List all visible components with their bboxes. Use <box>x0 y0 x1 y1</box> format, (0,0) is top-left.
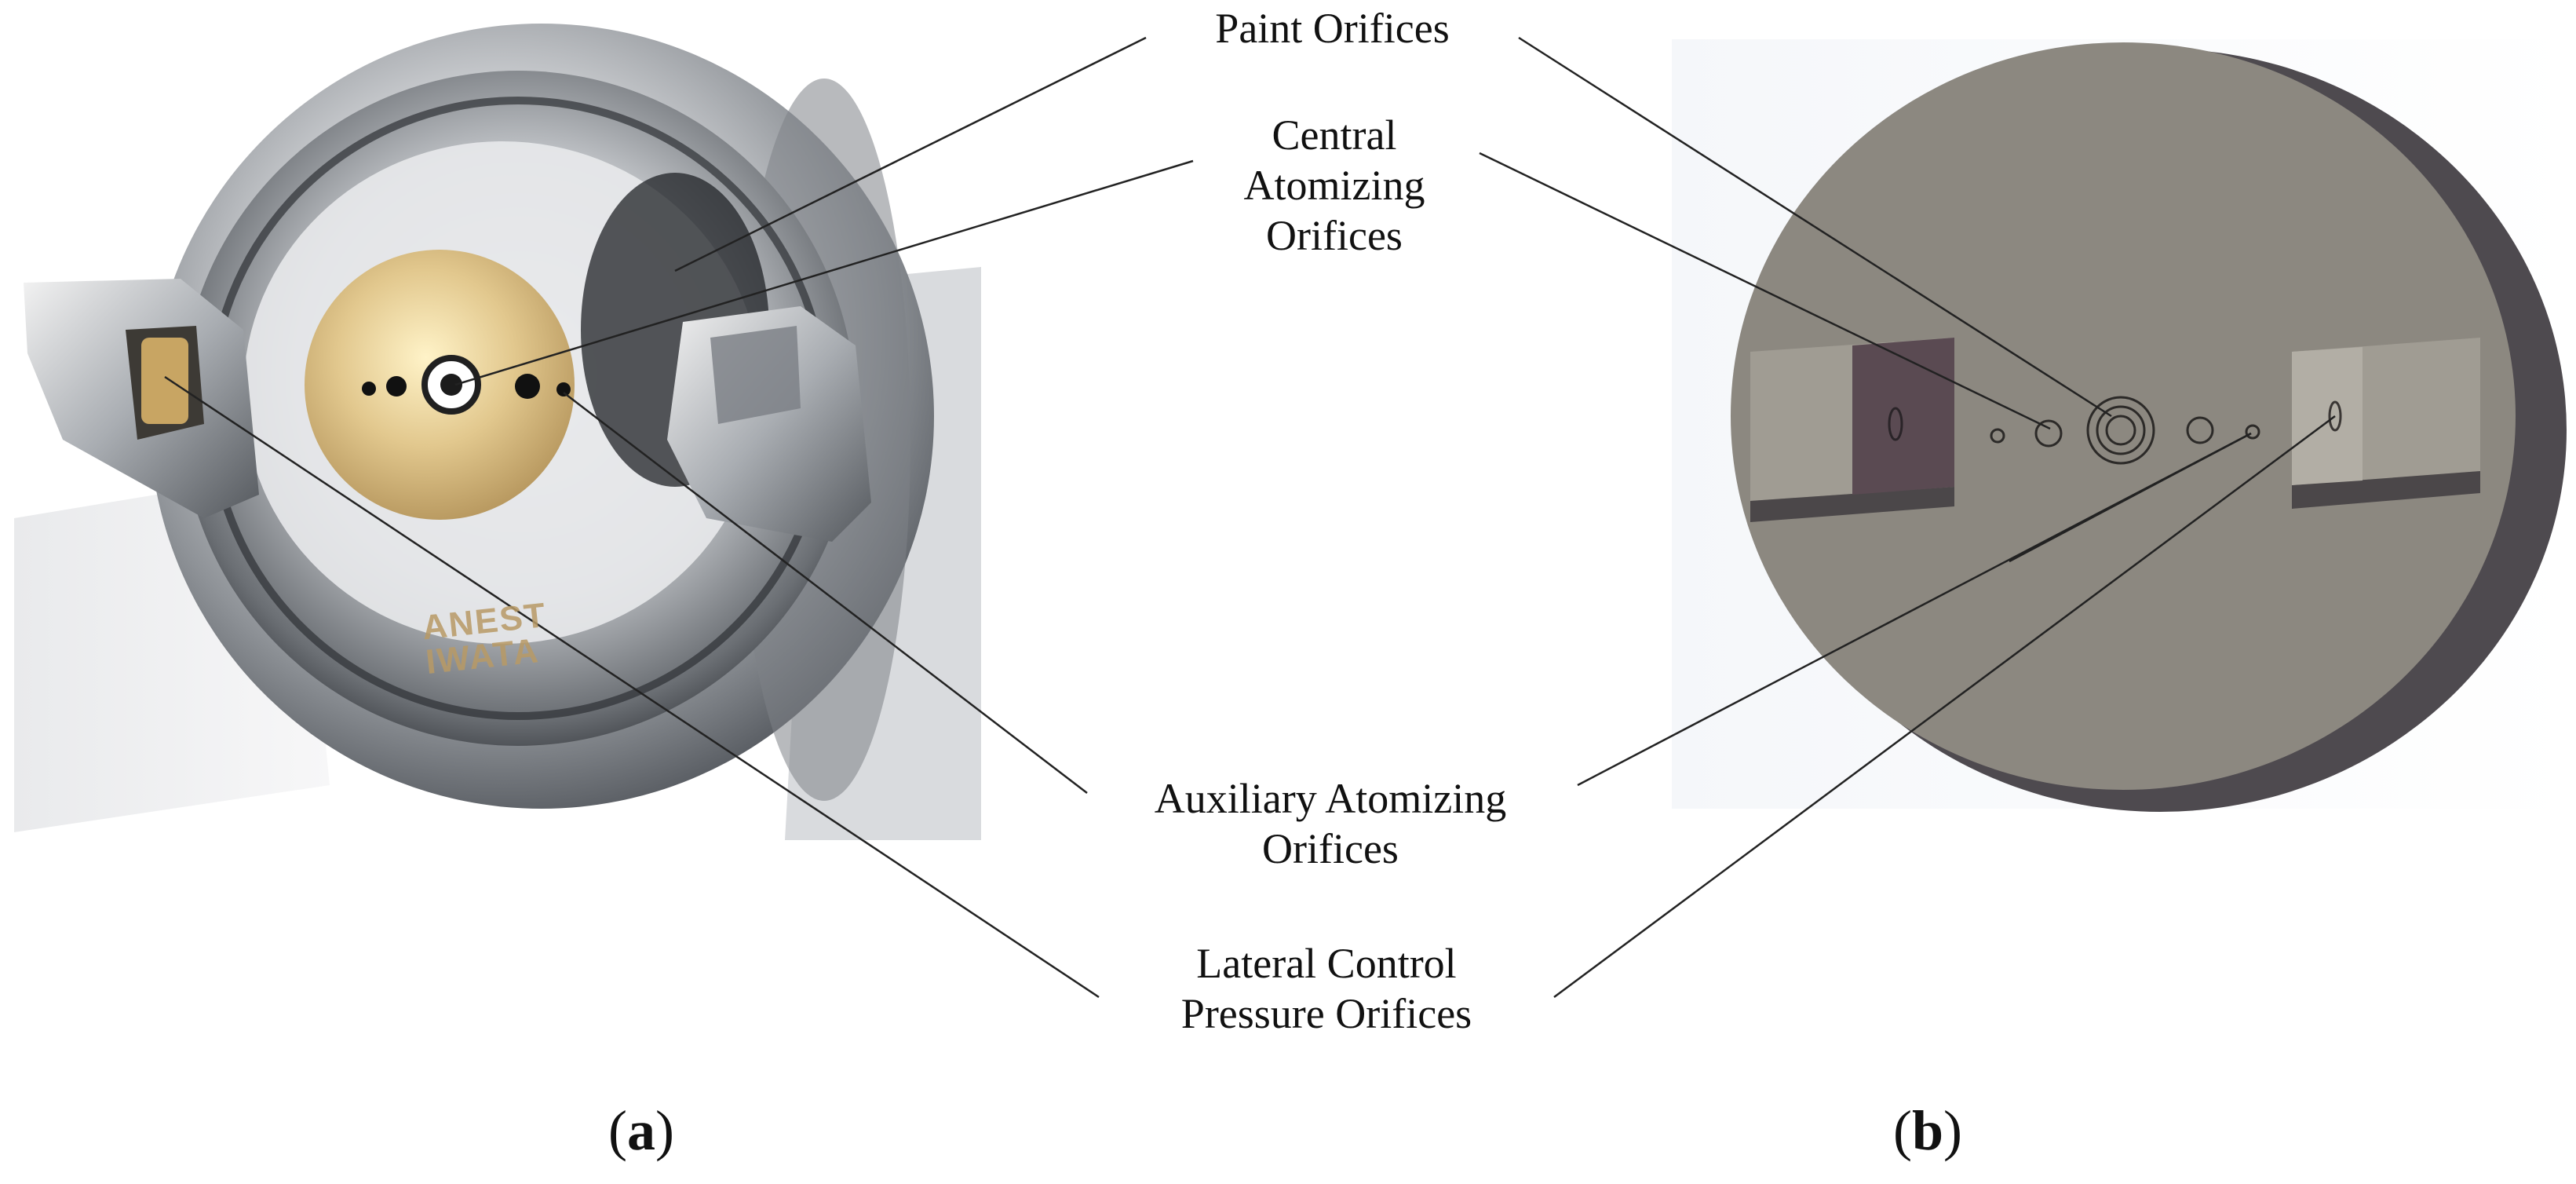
model-aux-right-large <box>2186 416 2214 444</box>
label-auxiliary-atomizing: Auxiliary Atomizing Orifices <box>1095 773 1566 874</box>
caption-a-letter: a <box>626 1099 655 1162</box>
left-horn-orifice <box>141 338 188 424</box>
caption-b-letter: b <box>1911 1099 1944 1162</box>
label-aux-line-1: Auxiliary Atomizing <box>1154 775 1507 822</box>
leader-central-a <box>454 159 1194 386</box>
label-aux-line-2: Orifices <box>1262 825 1399 872</box>
model-paint-ring-outer <box>2086 396 2155 465</box>
label-central-line-1: Central <box>1272 111 1397 159</box>
model-aux-right-small <box>2245 424 2260 440</box>
aux-orifice-left-1 <box>362 382 376 396</box>
aux-orifice-left-2 <box>386 376 407 396</box>
model-paint-ring-mid <box>2096 405 2146 455</box>
photo-panel-a <box>14 24 981 840</box>
leader-paint-b <box>1518 36 2112 418</box>
label-central-line-2: Atomizing <box>1243 162 1425 209</box>
leader-lateral-a <box>164 375 1100 999</box>
leader-central-b <box>1479 152 2051 430</box>
leader-paint-a <box>674 36 1147 272</box>
model-paint-orifice <box>2105 415 2136 446</box>
aux-orifice-right-1 <box>515 374 540 399</box>
leader-lines <box>164 36 2336 999</box>
left-block-side <box>1750 487 1954 522</box>
caption-a: (a) <box>608 1099 674 1162</box>
paint-orifice <box>440 374 462 396</box>
model-aux-left-small <box>1990 428 2005 444</box>
caption-b: (b) <box>1893 1099 1963 1162</box>
brand-logo: ANEST IWATA <box>421 596 552 682</box>
label-paint-orifices: Paint Orifices <box>1146 3 1519 53</box>
leader-lateral-b <box>1553 415 2336 999</box>
aux-orifice-right-2 <box>556 382 571 396</box>
label-central-atomizing: Central Atomizing Orifices <box>1177 110 1491 261</box>
label-lateral-line-2: Pressure Orifices <box>1180 990 1472 1037</box>
left-block-recess <box>1852 338 1954 495</box>
label-lateral-line-1: Lateral Control <box>1196 940 1457 987</box>
model-aux-left-large <box>2034 419 2063 448</box>
left-block-orifice <box>1888 407 1903 441</box>
right-block-side <box>2292 471 2480 509</box>
label-paint-text: Paint Orifices <box>1215 5 1450 52</box>
right-block-orifice <box>2328 400 2342 432</box>
model-panel-b <box>1672 39 2574 812</box>
leader-aux-b2 <box>2009 432 2252 563</box>
label-central-line-3: Orifices <box>1266 212 1403 259</box>
label-lateral-control: Lateral Control Pressure Orifices <box>1099 938 1554 1039</box>
leader-aux-a <box>563 392 1088 794</box>
right-block-face <box>2292 347 2363 485</box>
